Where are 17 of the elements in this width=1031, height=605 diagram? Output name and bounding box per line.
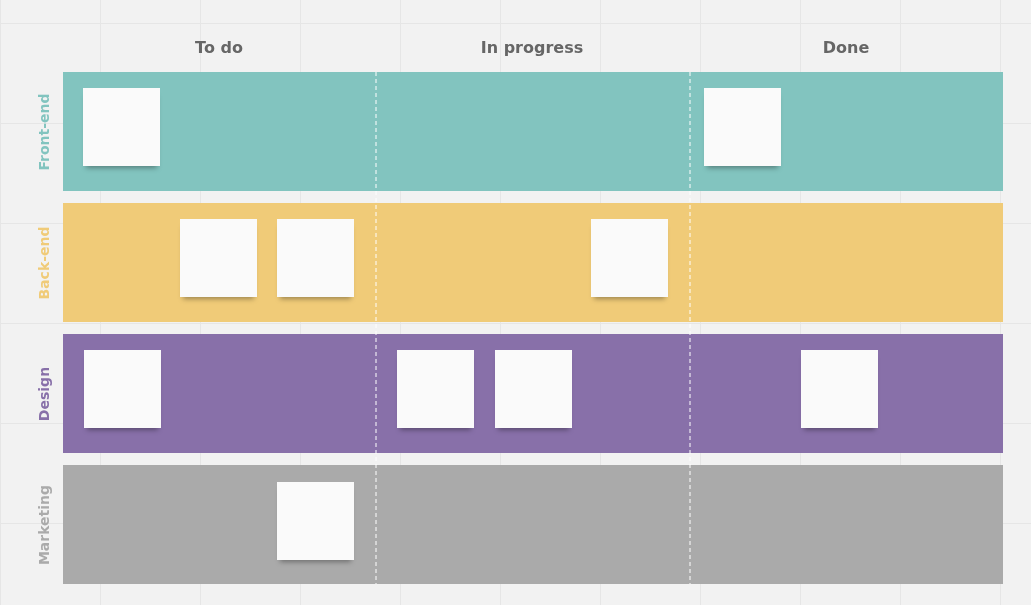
column-header: Done (822, 38, 870, 57)
row-label: Design (36, 366, 52, 422)
sticky-note (277, 482, 354, 560)
sticky-note (180, 219, 257, 297)
row-label: Marketing (36, 484, 52, 566)
row-label: Front-end (36, 93, 52, 171)
sticky-note (591, 219, 668, 297)
column-header: In progress (480, 38, 584, 57)
sticky-note (84, 350, 161, 428)
sticky-note (495, 350, 572, 428)
sticky-note (83, 88, 160, 166)
sticky-note (277, 219, 354, 297)
column-header: To do (195, 38, 243, 57)
sticky-note (801, 350, 878, 428)
row-label: Back-end (36, 226, 52, 300)
sticky-note (704, 88, 781, 166)
sticky-note (397, 350, 474, 428)
